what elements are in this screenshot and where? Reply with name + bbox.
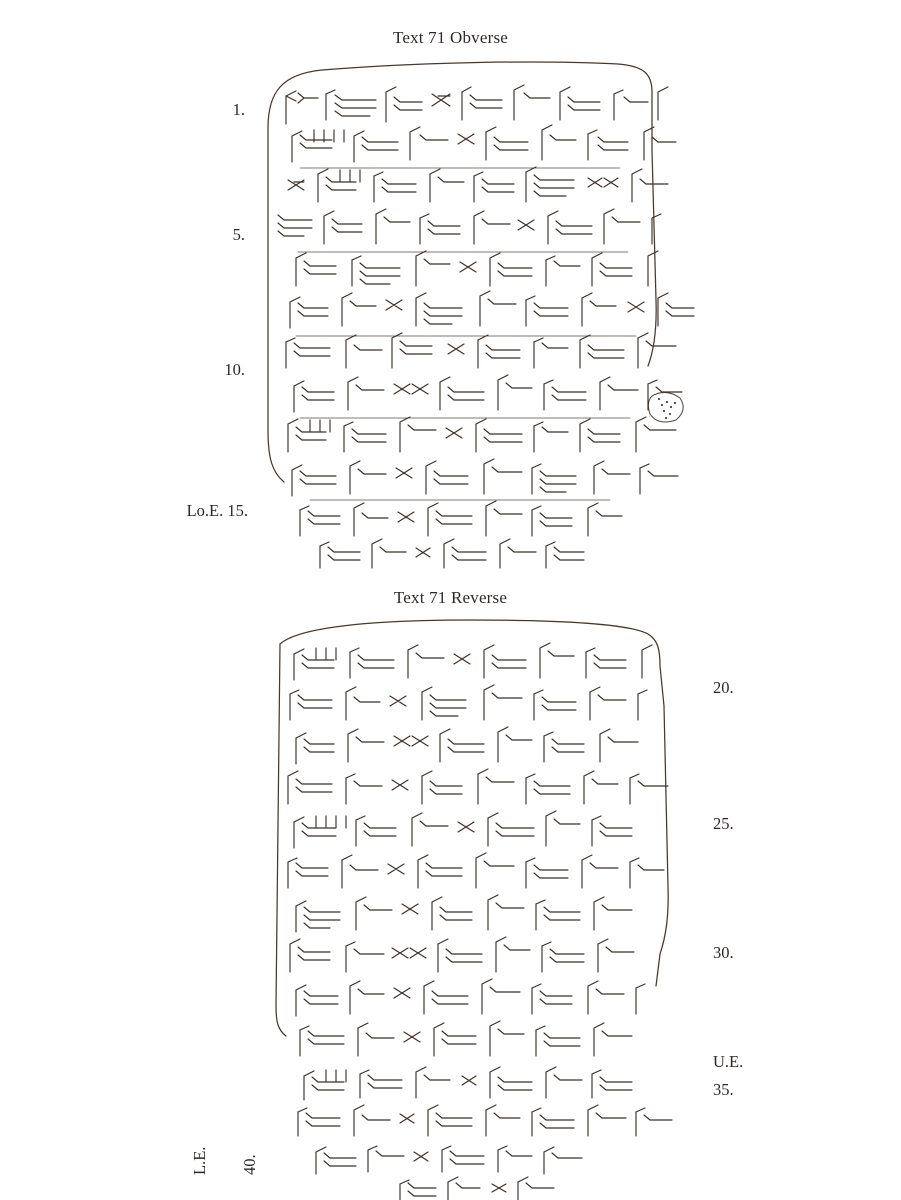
lower-edge-label: Lo.E. 15. xyxy=(186,501,248,520)
line-number-30: 30. xyxy=(713,943,734,962)
line-number-20: 20. xyxy=(713,678,734,697)
page-title-reverse: Text 71 Reverse xyxy=(393,588,508,607)
line-number-25: 25. xyxy=(713,814,734,833)
tablet-drawing-reverse xyxy=(275,619,673,1200)
line-number-1: 1. xyxy=(232,100,245,119)
line-number-35: 35. xyxy=(713,1080,734,1099)
tablet-drawing-obverse xyxy=(267,61,695,569)
damage-stipple xyxy=(647,392,684,423)
left-edge-label: L.E. xyxy=(190,1146,209,1175)
line-number-10: 10. xyxy=(224,360,245,379)
line-number-40: 40. xyxy=(240,1154,259,1175)
page-title-obverse: Text 71 Obverse xyxy=(392,28,509,47)
line-number-5: 5. xyxy=(232,225,245,244)
upper-edge-label: U.E. xyxy=(713,1052,744,1071)
